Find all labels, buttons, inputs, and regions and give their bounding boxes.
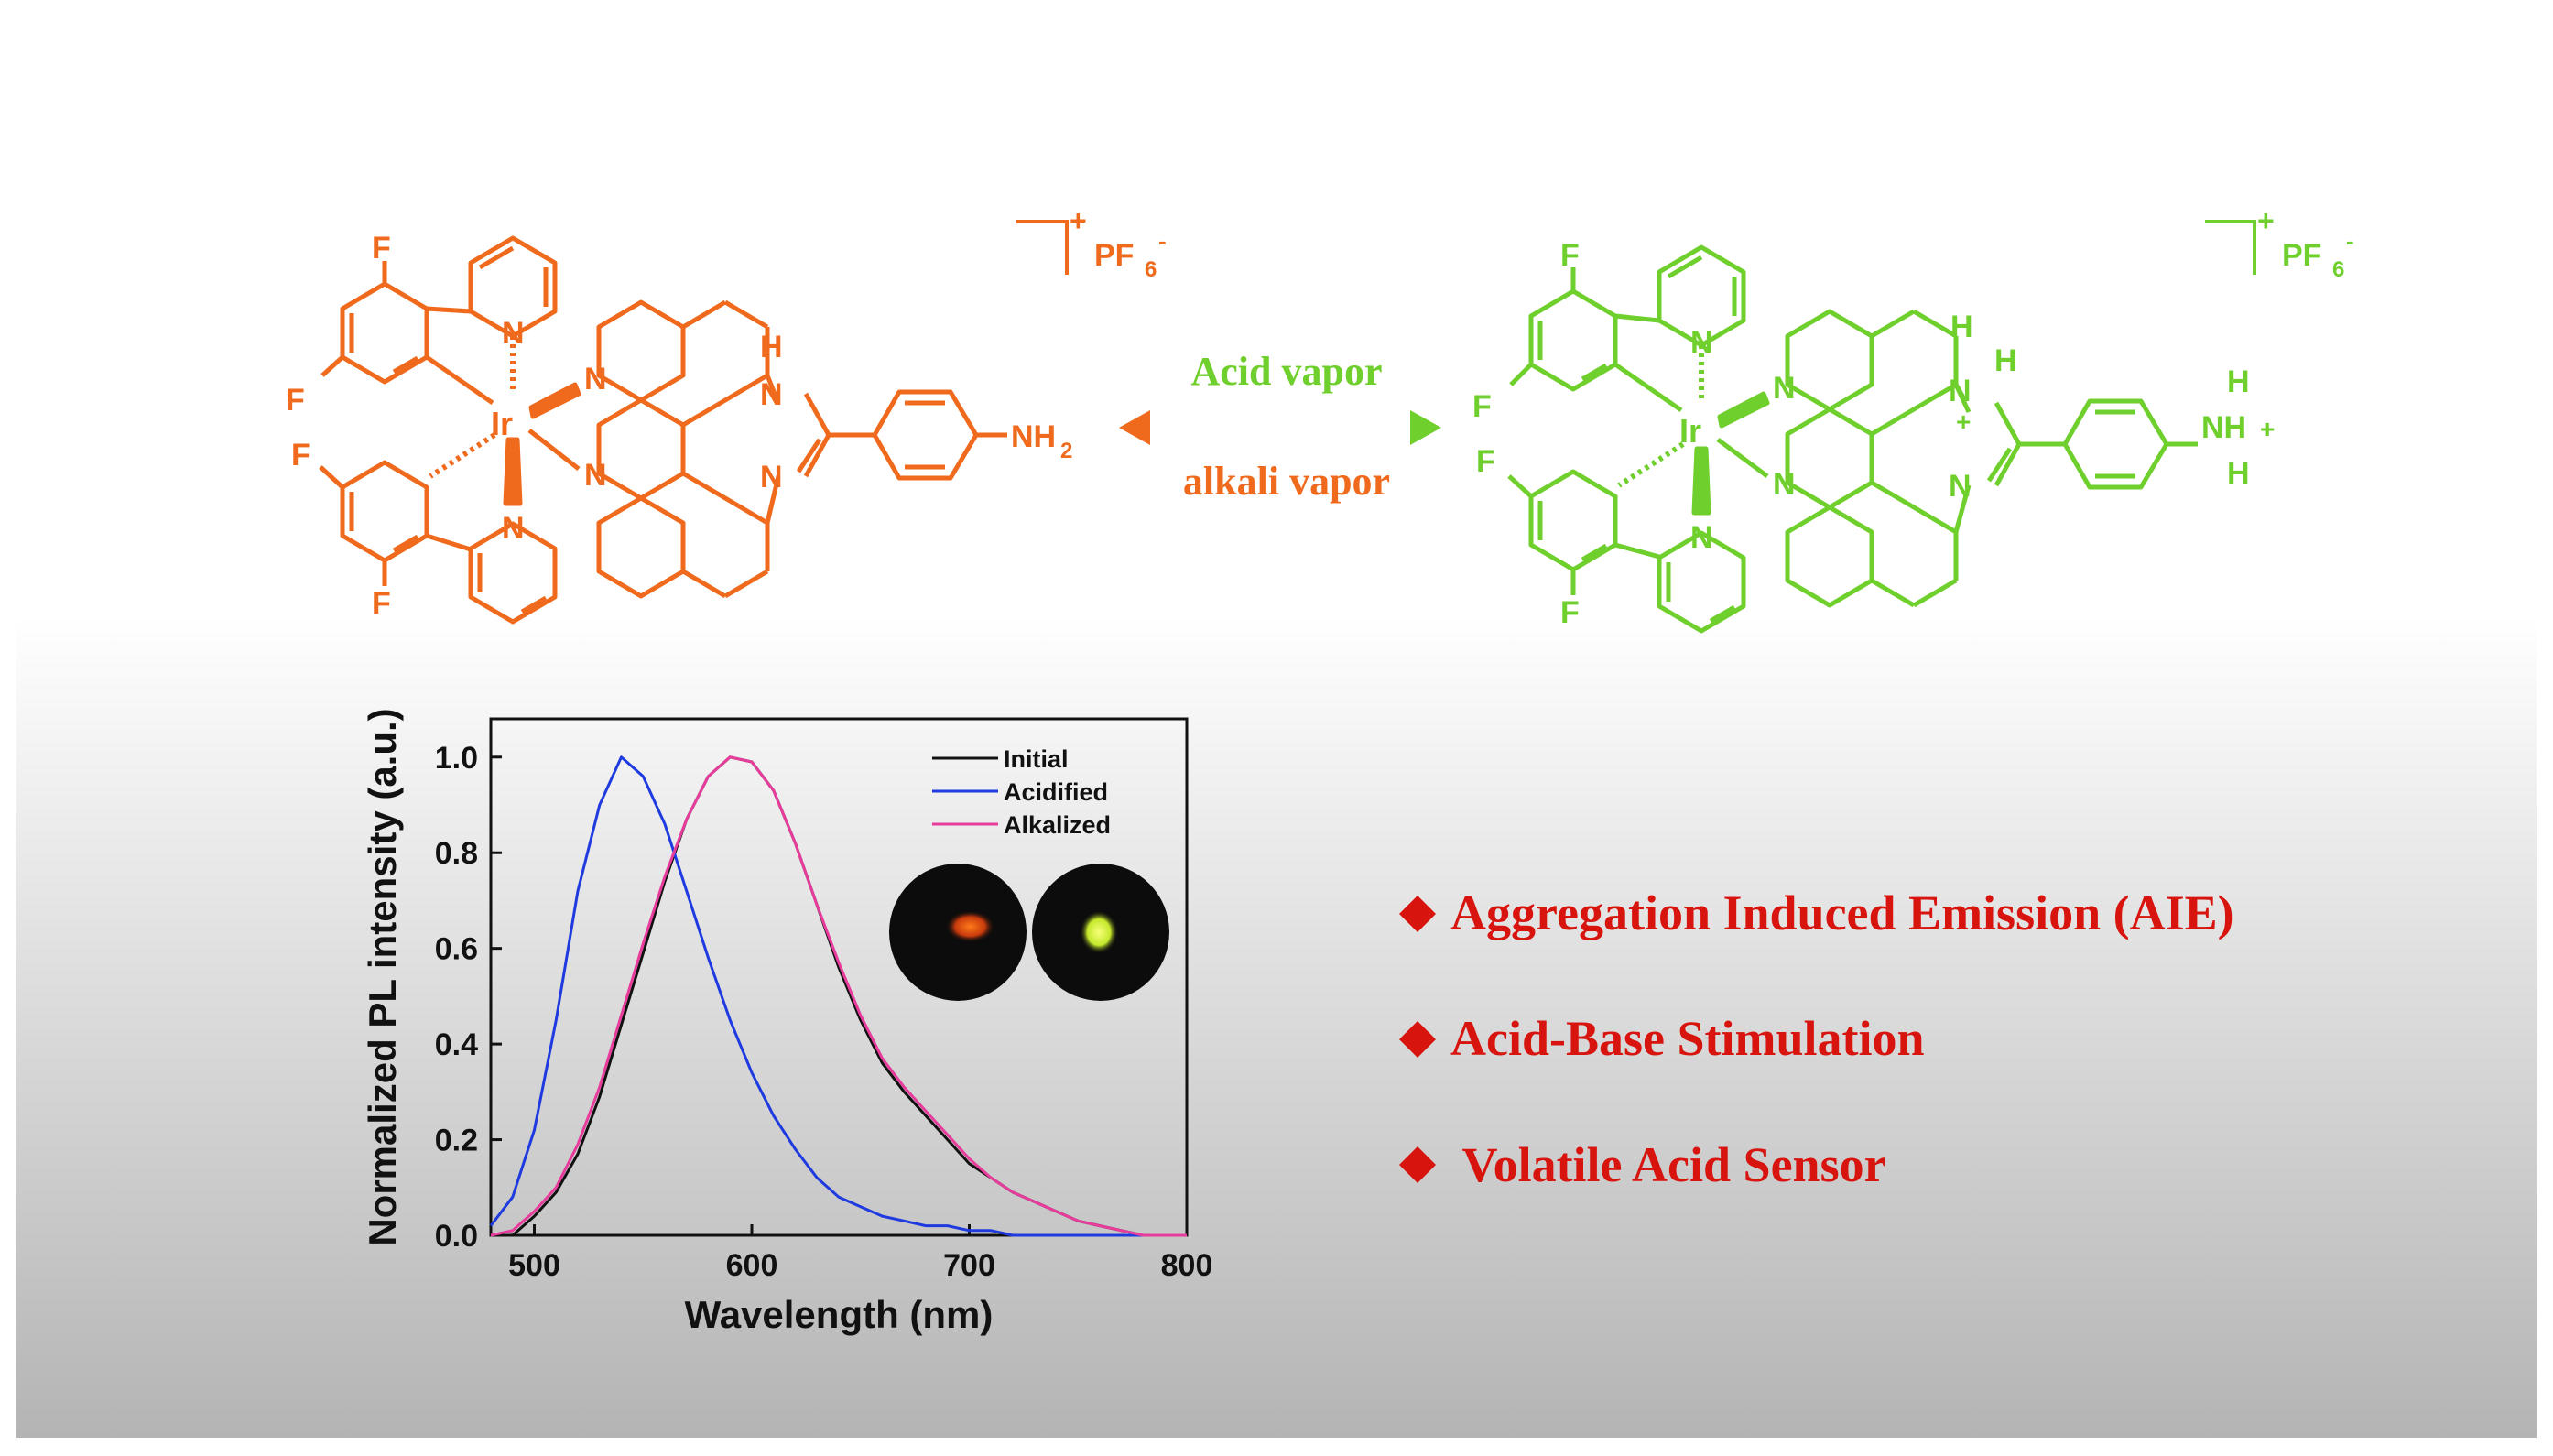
- inset-photos: [889, 864, 1169, 1001]
- label-n: N: [1690, 520, 1713, 555]
- y-axis-ticks: 0.0 0.2 0.4 0.6 0.8 1.0: [435, 741, 502, 1254]
- orange-counter-ion: + PF 6 -: [1016, 204, 1167, 282]
- green-molecule: [1507, 244, 2198, 634]
- label-n: N: [584, 362, 607, 397]
- label-f: F: [1472, 389, 1492, 424]
- graphical-abstract: [16, 20, 2537, 1438]
- diamond-icon: [1399, 1021, 1436, 1058]
- label-f: F: [286, 383, 305, 418]
- label-n: N: [584, 458, 607, 493]
- label-plus: +: [2260, 415, 2275, 443]
- label-h: H: [1994, 343, 2017, 378]
- series-line-alkalized: [490, 755, 1187, 1237]
- series-lines: [489, 755, 1187, 1237]
- label-n: N: [502, 316, 525, 351]
- acid-vapor-label: Acid vapor: [1191, 349, 1383, 394]
- counter-ion-sub: 6: [1145, 257, 1157, 282]
- label-subscript: 2: [1060, 439, 1072, 463]
- label-f: F: [1476, 444, 1495, 479]
- label-nh: NH: [2201, 410, 2246, 445]
- x-tick-label: 600: [726, 1248, 778, 1283]
- y-tick-label: 0.8: [435, 836, 478, 871]
- label-n: N: [1949, 374, 1972, 408]
- label-ir: Ir: [491, 405, 513, 442]
- series-line-acidified: [489, 755, 1187, 1237]
- x-tick-label: 700: [943, 1248, 995, 1283]
- counter-ion-sub: 6: [2332, 257, 2344, 282]
- alkali-vapor-label: alkali vapor: [1183, 459, 1390, 504]
- legend-label: Initial: [1004, 745, 1069, 773]
- diamond-icon: [1399, 1146, 1436, 1183]
- label-h: H: [1950, 310, 1973, 344]
- label-f: F: [372, 231, 391, 266]
- equilibrium-arrow: Acid vapor alkali vapor: [1119, 349, 1441, 504]
- label-n: N: [502, 511, 525, 546]
- x-tick-label: 800: [1161, 1248, 1213, 1283]
- counter-ion: PF: [2282, 238, 2321, 273]
- y-tick-label: 0.2: [435, 1124, 478, 1158]
- green-counter-ion: + PF 6 -: [2205, 204, 2354, 282]
- y-tick-label: 1.0: [435, 741, 478, 776]
- label-f: F: [1560, 238, 1580, 273]
- label-f: F: [372, 586, 391, 621]
- legend-label: Acidified: [1004, 778, 1108, 806]
- y-axis-label: Normalized PL intensity (a.u.): [361, 708, 404, 1245]
- x-axis-label: Wavelength (nm): [685, 1293, 994, 1336]
- x-axis-ticks: 500 600 700 800: [508, 1224, 1212, 1283]
- label-n: N: [1690, 325, 1713, 360]
- label-h: H: [760, 330, 783, 364]
- cation-charge: +: [2257, 204, 2275, 237]
- label-f: F: [1560, 595, 1580, 630]
- label-nh2: NH: [1011, 419, 1056, 454]
- label-h: H: [2227, 456, 2250, 491]
- orange-molecule: [319, 235, 1007, 625]
- label-f: F: [291, 438, 310, 473]
- x-tick-label: 500: [508, 1248, 560, 1283]
- legend-label: Alkalized: [1004, 811, 1111, 839]
- label-h: H: [2227, 364, 2250, 399]
- y-tick-label: 0.0: [435, 1219, 478, 1254]
- counter-ion-sup: -: [1158, 227, 1167, 255]
- plot-frame: [489, 717, 1189, 1237]
- bullet-acid-base: Acid-Base Stimulation: [1450, 1011, 1925, 1066]
- counter-ion-sup: -: [2346, 227, 2354, 255]
- label-ir: Ir: [1679, 412, 1701, 450]
- green-emission-spot: [1071, 901, 1126, 963]
- y-tick-label: 0.4: [435, 1027, 478, 1062]
- bullet-aie: Aggregation Induced Emission (AIE): [1450, 886, 2234, 940]
- label-n: N: [1773, 371, 1796, 406]
- label-n: N: [760, 460, 783, 494]
- counter-ion: PF: [1094, 238, 1134, 273]
- green-molecule-labels: F F F F N N N N H H N + N H NH + H Ir: [1472, 238, 2275, 630]
- diamond-icon: [1399, 896, 1436, 932]
- cation-charge: +: [1070, 204, 1087, 237]
- bullet-sensor: Volatile Acid Sensor: [1450, 1137, 1886, 1192]
- orange-molecule-labels: F F F F N N N N H N N NH 2 Ir: [286, 231, 1072, 621]
- label-n: N: [1773, 467, 1796, 502]
- orange-emission-spot: [936, 908, 998, 949]
- label-n: N: [760, 377, 783, 412]
- label-n: N: [1949, 469, 1972, 504]
- label-plus: +: [1956, 407, 1971, 436]
- feature-list: Aggregation Induced Emission (AIE) Acid-…: [1399, 886, 2234, 1192]
- y-tick-label: 0.6: [435, 932, 478, 967]
- pl-spectrum-chart: 500 600 700 800 0.0 0.2 0.4 0.6 0.8 1.0 Waveleng…: [361, 708, 1212, 1336]
